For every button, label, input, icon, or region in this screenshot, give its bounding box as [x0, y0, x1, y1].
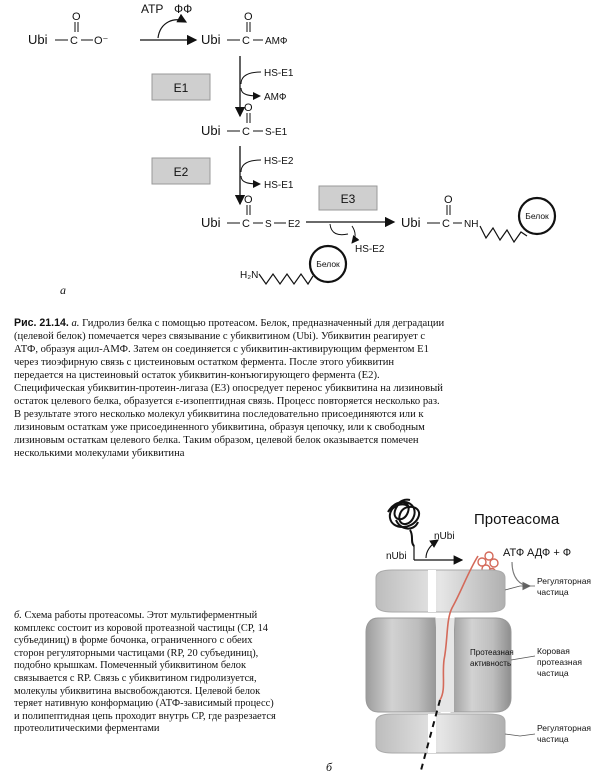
ubi-label: Ubi [401, 215, 421, 230]
ubi-label: Ubi [28, 32, 48, 47]
nh-label: NH [464, 219, 478, 230]
amine-label: H₂N [240, 270, 258, 281]
figure-caption-a: Рис. 21.14. а. Гидролиз белка с помощью … [14, 317, 446, 460]
nubi-label: nUbi [386, 551, 407, 562]
label-line: частица [537, 668, 569, 678]
e2-enzyme-box [151, 157, 211, 185]
folded-protein [387, 498, 421, 547]
nubi-label: nUbi [434, 531, 455, 542]
caption-text: Схема работы протеасомы. Этот мультиферм… [14, 610, 276, 735]
core-particle-right [450, 617, 512, 713]
ubi-label: Ubi [201, 215, 221, 230]
e2-label: E2 [174, 165, 189, 179]
adp-label: АДФ + Ф [527, 547, 571, 559]
protein-circle [517, 196, 557, 236]
ppi-label: ФФ [174, 2, 192, 16]
atp-label: АТР [141, 2, 163, 16]
label-line: частица [537, 734, 569, 744]
curved-arrow [157, 13, 188, 39]
scheme-a: Ubi C O O⁻ АТР ФФ Ubi C O АМФ E1 HS-E1 А… [28, 2, 557, 297]
amp-label: АМФ [264, 92, 287, 103]
figure-reference: Рис. 21.14. [14, 317, 69, 329]
carbon-label: C [242, 218, 250, 230]
hs-e2-label: HS-E2 [355, 244, 385, 255]
oxygen-anion-label: O⁻ [94, 35, 109, 47]
e1-label: E1 [174, 81, 189, 95]
regulatory-particle-top [375, 569, 506, 613]
sulfur-label: S [265, 219, 272, 230]
caption-part-label: а. [71, 318, 80, 329]
e1-enzyme-box [151, 73, 211, 101]
carbon-label: C [70, 35, 78, 47]
proteasome-title: Протеасома [474, 511, 560, 528]
figure-caption-b: б. Схема работы протеасомы. Этот мультиф… [14, 610, 276, 736]
oxygen-label: O [244, 11, 253, 23]
oxygen-label: O [244, 194, 253, 206]
regulatory-particle-label-top: Регуляторная частица [537, 576, 593, 597]
protease-activity-label: Протеазная активность [470, 648, 516, 668]
amp-label: АМФ [265, 36, 288, 47]
ubi-label: Ubi [201, 123, 221, 138]
label-line: протеазная [537, 657, 582, 667]
hs-e2-label: HS-E2 [264, 156, 294, 167]
hs-e1-label: HS-E1 [264, 180, 294, 191]
regulatory-particle-bottom [375, 713, 506, 754]
lysine-side-chain [479, 225, 528, 244]
peptide-fragments-path [419, 699, 441, 774]
oxygen-label: O [244, 102, 253, 114]
atp-label: АТФ [503, 547, 524, 559]
oxygen-label: O [444, 194, 453, 206]
panel-label-b: б [326, 760, 333, 774]
lysine-side-chain [258, 272, 314, 286]
polypeptide-chain [439, 555, 479, 701]
label-line: активность [470, 659, 511, 668]
carbon-label: C [242, 35, 250, 47]
protein-circle [308, 244, 348, 284]
caption-text: Гидролиз белка с помощью протеасом. Бело… [14, 318, 445, 459]
hs-e1-label: HS-E1 [264, 68, 294, 79]
protein-label: Белок [525, 211, 549, 221]
protein-label: Белок [316, 259, 340, 269]
regulatory-particle-label-bottom: Регуляторная частица [537, 723, 593, 744]
oxygen-label: O [72, 11, 81, 23]
s-e1-label: S-E1 [265, 127, 288, 138]
carbon-label: C [442, 218, 450, 230]
scheme-b: Протеасома nUbi nUbi АТФ АДФ + Ф Протеаз… [326, 498, 593, 774]
label-line: частица [537, 587, 569, 597]
e2-label: E2 [288, 219, 301, 230]
core-particle-left [365, 617, 441, 713]
carbon-label: C [242, 126, 250, 138]
ubi-label: Ubi [201, 32, 221, 47]
caption-part-label: б. [14, 610, 22, 621]
e3-label: E3 [341, 192, 356, 206]
e3-enzyme-box [318, 185, 378, 211]
panel-label-a: a [60, 283, 66, 297]
